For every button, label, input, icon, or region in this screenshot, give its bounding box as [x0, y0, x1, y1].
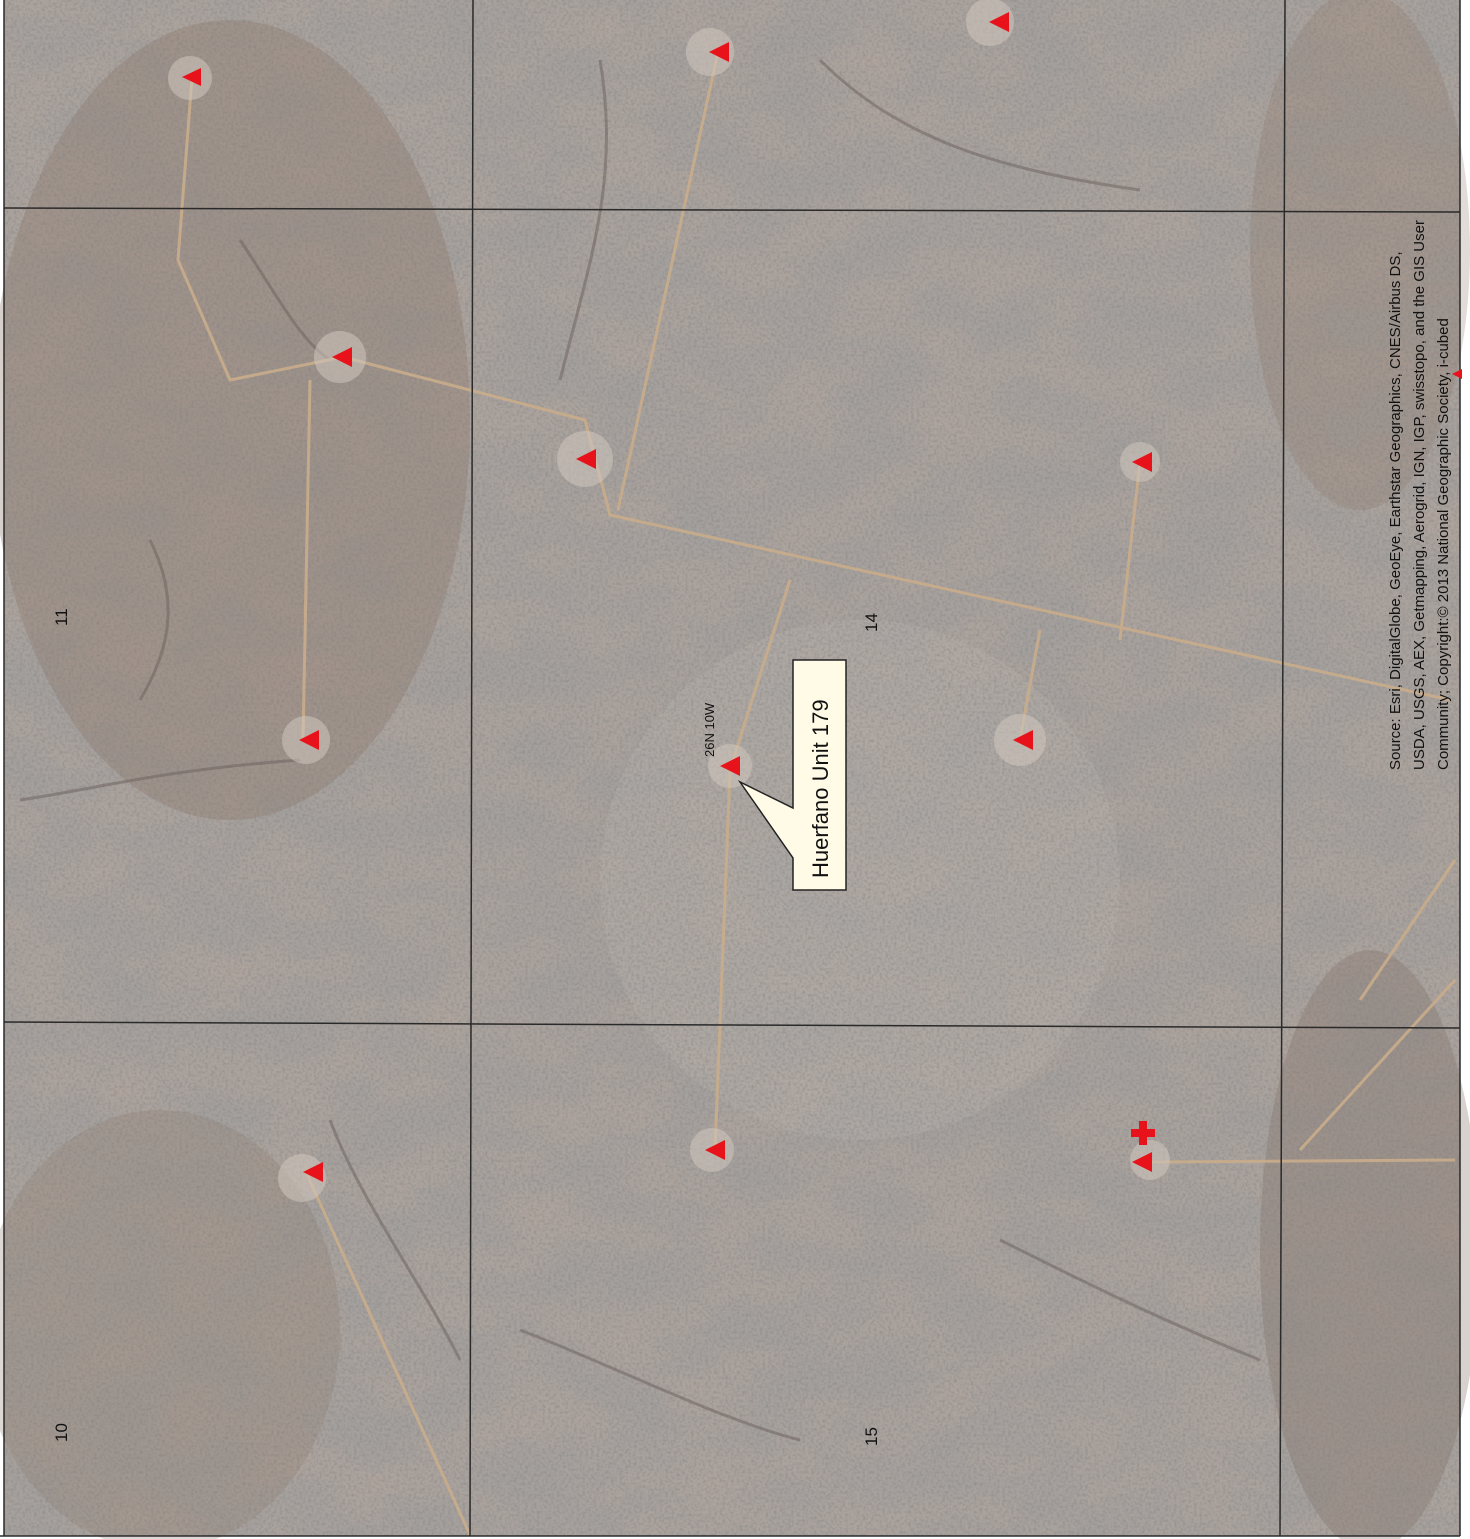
well-marker-icon[interactable]: [182, 68, 201, 86]
well-marker-icon[interactable]: [1132, 452, 1152, 472]
attribution-line: USDA, USGS, AEX, Getmapping, Aerogrid, I…: [1411, 220, 1428, 770]
red-cross-icon[interactable]: [1131, 1121, 1155, 1145]
well-marker-icon[interactable]: [720, 756, 740, 776]
well-marker-icon[interactable]: [576, 449, 596, 469]
well-marker-icon[interactable]: [1013, 730, 1033, 750]
well-name-callout-text: Huerfano Unit 179: [808, 699, 833, 878]
attribution-line: Source: Esri, DigitalGlobe, GeoEye, Eart…: [1387, 251, 1404, 770]
section-label-15: 15: [862, 1427, 881, 1446]
well-marker-icon[interactable]: [332, 347, 352, 367]
section-label-10: 10: [52, 1423, 71, 1442]
well-marker-icon[interactable]: [709, 42, 729, 62]
well-marker-icon[interactable]: [1452, 369, 1462, 379]
well-markers: [182, 12, 1462, 1182]
imagery-attribution: Source: Esri, DigitalGlobe, GeoEye, Eart…: [1384, 220, 1456, 770]
well-marker-icon[interactable]: [705, 1140, 725, 1160]
well-marker-icon[interactable]: [989, 12, 1009, 32]
township-range-label: 26N 10W: [702, 702, 717, 757]
section-label-14: 14: [862, 613, 881, 632]
well-marker-icon[interactable]: [303, 1162, 323, 1182]
attribution-line: Community; Copyright:© 2013 National Geo…: [1435, 318, 1452, 770]
well-marker-icon[interactable]: [1132, 1152, 1152, 1172]
callout-box[interactable]: [737, 659, 847, 891]
well-marker-icon[interactable]: [299, 730, 319, 750]
section-label-11: 11: [52, 608, 71, 626]
